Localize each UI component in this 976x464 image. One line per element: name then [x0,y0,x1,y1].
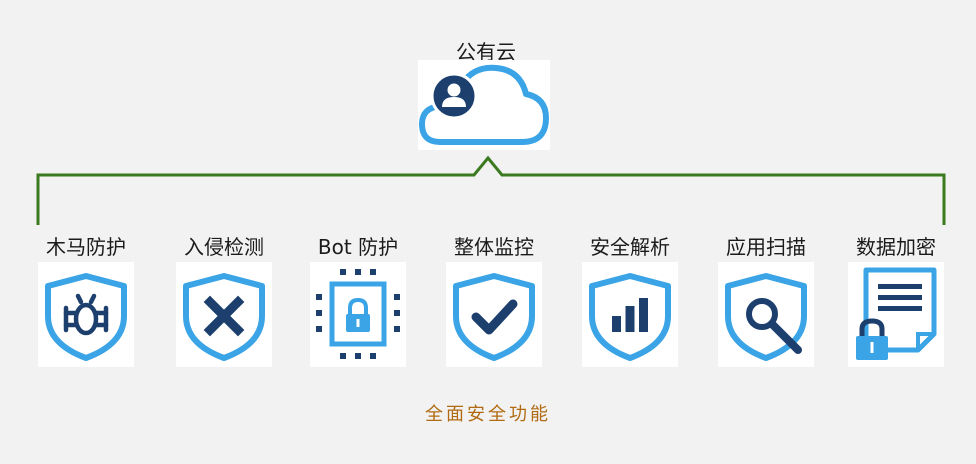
shield-check-icon [453,273,535,361]
shield-bug-icon [45,273,127,361]
feature-tile-trojan-protection [38,262,134,367]
feature-tile-data-encryption [848,262,944,367]
feature-label-security-analysis: 安全解析 [590,235,670,259]
footer-caption: 全面安全功能 [425,404,551,425]
cloud-user-icon [419,64,549,145]
cloud-icon-tile [418,60,550,150]
document-lock-icon [856,267,937,360]
feature-label-intrusion-detection: 入侵检测 [184,235,264,259]
feature-tile-intrusion-detection [176,262,272,367]
shield-bar-chart-icon [589,273,671,361]
shield-x-icon [183,273,265,361]
feature-label-trojan-protection: 木马防护 [46,235,126,259]
feature-tile-security-analysis [582,262,678,367]
feature-label-overall-monitoring: 整体监控 [454,235,534,259]
feature-label-bot-protection: Bot 防护 [317,235,399,259]
feature-tile-bot-protection [310,262,406,367]
shield-search-icon [725,273,807,361]
feature-tile-overall-monitoring [446,262,542,367]
chip-lock-icon [316,269,400,359]
feature-tile-application-scan [718,262,814,367]
feature-label-data-encryption: 数据加密 [856,235,936,259]
feature-label-application-scan: 应用扫描 [726,235,806,259]
